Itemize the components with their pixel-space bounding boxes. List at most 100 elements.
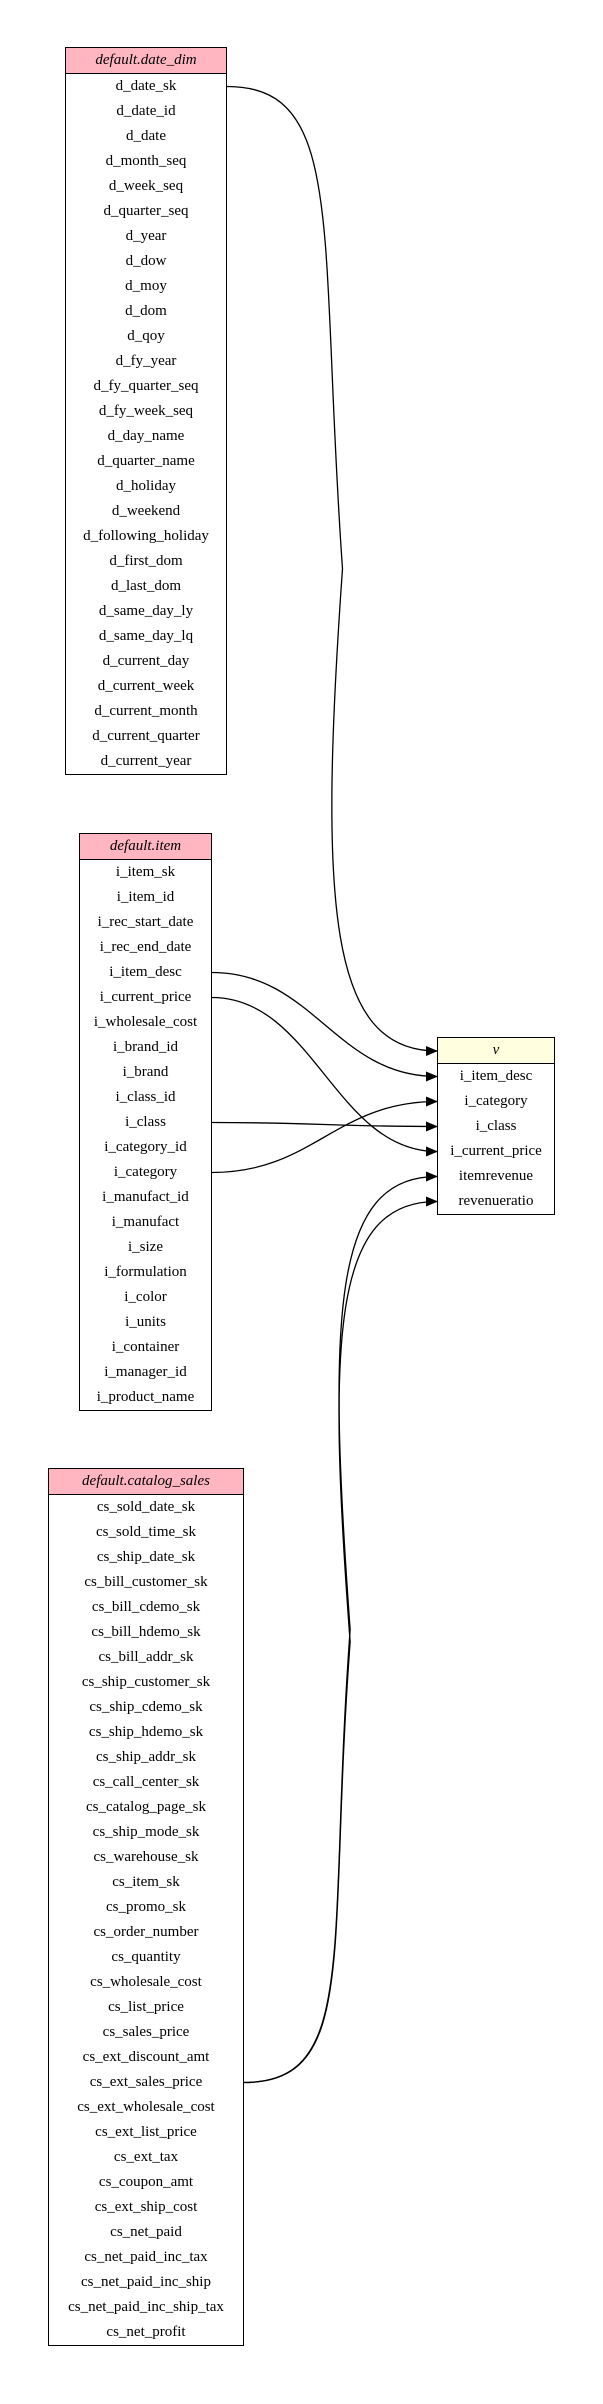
column-d-date-sk: d_date_sk bbox=[115, 78, 177, 94]
column-cs-list-price: cs_list_price bbox=[108, 1999, 184, 2015]
column-i-manager-id: i_manager_id bbox=[104, 1364, 187, 1380]
column-cs-ext-list-price: cs_ext_list_price bbox=[95, 2124, 197, 2140]
column-cs-net-paid-inc-ship: cs_net_paid_inc_ship bbox=[81, 2274, 211, 2290]
column-d-current-quarter: d_current_quarter bbox=[92, 728, 200, 744]
column-cs-ext-discount-amt: cs_ext_discount_amt bbox=[82, 2049, 210, 2065]
column-i-category: i_category bbox=[464, 1093, 528, 1109]
column-cs-ext-sales-price: cs_ext_sales_price bbox=[89, 2074, 203, 2090]
column-cs-ext-ship-cost: cs_ext_ship_cost bbox=[94, 2199, 198, 2215]
column-cs-promo-sk: cs_promo_sk bbox=[106, 1899, 186, 1915]
column-d-year: d_year bbox=[125, 228, 167, 244]
edge-item-i-current-price-to-v-i-current-price bbox=[211, 996, 438, 1157]
column-d-dow: d_dow bbox=[125, 253, 167, 269]
column-cs-sold-time-sk: cs_sold_time_sk bbox=[96, 1524, 196, 1540]
column-d-current-day: d_current_day bbox=[102, 653, 190, 669]
column-i-formulation: i_formulation bbox=[104, 1264, 187, 1280]
edge-catalog-sales-cs-ext-sales-price-to-v-revenueratio bbox=[243, 1196, 438, 2084]
table-header: default.date_dim bbox=[66, 48, 226, 74]
column-cs-ship-mode-sk: cs_ship_mode_sk bbox=[92, 1824, 200, 1840]
column-d-dom: d_dom bbox=[125, 303, 167, 319]
column-d-moy: d_moy bbox=[125, 278, 167, 294]
column-cs-ext-tax: cs_ext_tax bbox=[113, 2149, 179, 2165]
column-i-category: i_category bbox=[113, 1164, 178, 1180]
column-cs-call-center-sk: cs_call_center_sk bbox=[92, 1774, 200, 1790]
column-revenueratio: revenueratio bbox=[458, 1193, 534, 1209]
column-i-color: i_color bbox=[124, 1289, 167, 1305]
column-i-current-price: i_current_price bbox=[99, 989, 192, 1005]
column-d-following-holiday: d_following_holiday bbox=[83, 528, 209, 544]
column-d-first-dom: d_first_dom bbox=[109, 553, 183, 569]
column-cs-ship-date-sk: cs_ship_date_sk bbox=[96, 1549, 196, 1565]
column-d-quarter-name: d_quarter_name bbox=[97, 453, 195, 469]
column-i-manufact: i_manufact bbox=[111, 1214, 180, 1230]
column-i-container: i_container bbox=[111, 1339, 180, 1355]
column-cs-warehouse-sk: cs_warehouse_sk bbox=[93, 1849, 199, 1865]
table-header: default.item bbox=[80, 834, 211, 860]
column-i-class-id: i_class_id bbox=[115, 1089, 176, 1105]
column-cs-quantity: cs_quantity bbox=[111, 1949, 181, 1965]
column-d-week-seq: d_week_seq bbox=[108, 178, 184, 194]
column-d-current-week: d_current_week bbox=[97, 678, 195, 694]
column-d-fy-week-seq: d_fy_week_seq bbox=[98, 403, 194, 419]
column-i-item-desc: i_item_desc bbox=[109, 964, 182, 980]
column-cs-bill-cdemo-sk: cs_bill_cdemo_sk bbox=[91, 1599, 201, 1615]
column-list: cs_sold_date_sk cs_sold_time_sk cs_ship_da… bbox=[49, 1495, 243, 2345]
edge-item-i-item-desc-to-v-i-item-desc bbox=[211, 971, 438, 1082]
column-cs-coupon-amt: cs_coupon_amt bbox=[98, 2174, 194, 2190]
column-i-brand-id: i_brand_id bbox=[113, 1039, 178, 1055]
column-d-day-name: d_day_name bbox=[107, 428, 185, 444]
column-i-item-desc: i_item_desc bbox=[459, 1068, 533, 1084]
column-i-brand: i_brand bbox=[122, 1064, 169, 1080]
column-cs-net-paid: cs_net_paid bbox=[110, 2224, 182, 2240]
column-i-class: i_class bbox=[125, 1114, 166, 1130]
column-cs-bill-addr-sk: cs_bill_addr_sk bbox=[98, 1649, 194, 1665]
view-header: v bbox=[438, 1038, 554, 1064]
column-d-fy-quarter-seq: d_fy_quarter_seq bbox=[93, 378, 199, 394]
column-cs-ship-customer-sk: cs_ship_customer_sk bbox=[81, 1674, 211, 1690]
column-d-current-year: d_current_year bbox=[100, 753, 192, 769]
column-list: d_date_sk d_date_id d_date d_month_seq d_wee… bbox=[66, 74, 226, 774]
column-i-manufact-id: i_manufact_id bbox=[102, 1189, 189, 1205]
edge-date-dim-d-date-sk-to-v-title bbox=[226, 85, 438, 1056]
column-cs-ship-hdemo-sk: cs_ship_hdemo_sk bbox=[88, 1724, 204, 1740]
column-cs-ext-wholesale-cost: cs_ext_wholesale_cost bbox=[77, 2099, 215, 2115]
column-i-class: i_class bbox=[475, 1118, 517, 1134]
column-cs-bill-hdemo-sk: cs_bill_hdemo_sk bbox=[91, 1624, 201, 1640]
column-i-size: i_size bbox=[128, 1239, 163, 1255]
column-d-same-day-ly: d_same_day_ly bbox=[98, 603, 194, 619]
column-d-same-day-lq: d_same_day_lq bbox=[98, 628, 194, 644]
column-i-item-sk: i_item_sk bbox=[115, 864, 176, 880]
column-cs-wholesale-cost: cs_wholesale_cost bbox=[90, 1974, 202, 1990]
column-d-weekend: d_weekend bbox=[111, 503, 181, 519]
column-cs-net-paid-inc-tax: cs_net_paid_inc_tax bbox=[84, 2249, 208, 2265]
column-i-units: i_units bbox=[125, 1314, 166, 1330]
edge-catalog-sales-cs-ext-sales-price-to-v-itemrevenue bbox=[243, 1171, 438, 2084]
column-cs-catalog-page-sk: cs_catalog_page_sk bbox=[86, 1799, 206, 1815]
column-itemrevenue: itemrevenue bbox=[458, 1168, 534, 1184]
column-d-month-seq: d_month_seq bbox=[105, 153, 187, 169]
column-cs-sold-date-sk: cs_sold_date_sk bbox=[96, 1499, 196, 1515]
column-cs-ship-cdemo-sk: cs_ship_cdemo_sk bbox=[89, 1699, 203, 1715]
edge-item-i-class-to-v-i-class bbox=[211, 1121, 438, 1132]
column-cs-ship-addr-sk: cs_ship_addr_sk bbox=[96, 1749, 196, 1765]
column-d-current-month: d_current_month bbox=[94, 703, 198, 719]
column-cs-item-sk: cs_item_sk bbox=[112, 1874, 180, 1890]
column-d-date: d_date bbox=[126, 128, 166, 144]
column-i-wholesale-cost: i_wholesale_cost bbox=[93, 1014, 198, 1030]
edge-item-i-category-to-v-i-category bbox=[211, 1096, 438, 1174]
column-cs-sales-price: cs_sales_price bbox=[102, 2024, 190, 2040]
column-i-item-id: i_item_id bbox=[116, 889, 175, 905]
column-i-rec-end-date: i_rec_end_date bbox=[99, 939, 192, 955]
column-i-category-id: i_category_id bbox=[104, 1139, 187, 1155]
column-d-qoy: d_qoy bbox=[127, 328, 165, 344]
column-cs-order-number: cs_order_number bbox=[93, 1924, 199, 1940]
column-d-last-dom: d_last_dom bbox=[111, 578, 181, 594]
column-d-date-id: d_date_id bbox=[116, 103, 176, 119]
